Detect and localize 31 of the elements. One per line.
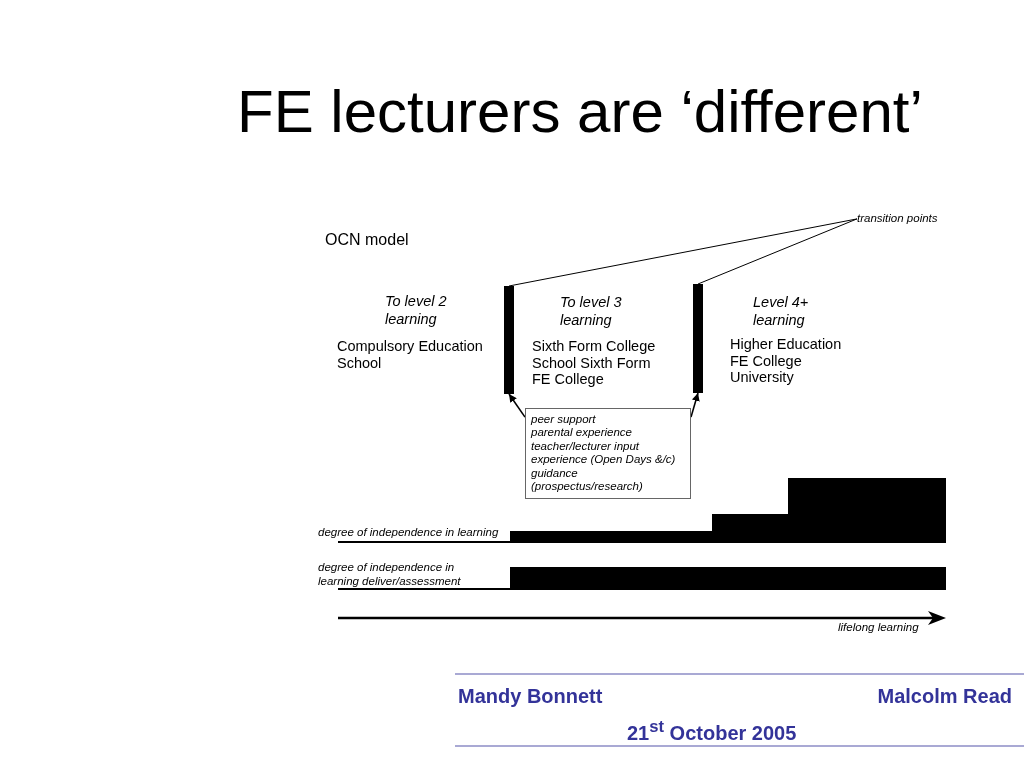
band-label: degree of independence in learning xyxy=(318,525,499,539)
arrow xyxy=(690,392,700,418)
institution-label: Sixth Form College xyxy=(532,338,656,355)
institution-label: FE College xyxy=(730,352,802,369)
band-label: degree of independence in learning deliver/assessment xyxy=(318,560,462,588)
institution-label: School Sixth Form xyxy=(532,354,651,371)
diagram-heading: OCN model xyxy=(325,230,409,250)
note-text: teacher/lecturer input xyxy=(531,439,641,454)
arrow xyxy=(508,393,526,418)
leader-line xyxy=(697,218,858,285)
author-name: Mandy Bonnett xyxy=(458,684,603,708)
column-heading: Level 4+ learning xyxy=(753,293,810,329)
column-heading: To level 3 learning xyxy=(560,293,623,329)
institution-label: FE College xyxy=(532,371,604,388)
axis-label: lifelong learning xyxy=(838,620,919,634)
transition-bar xyxy=(693,284,703,393)
transition-bar xyxy=(504,286,514,394)
institution-label: Higher Education xyxy=(730,336,842,353)
column-heading: To level 2 learning xyxy=(385,292,448,328)
callout-label: transition points xyxy=(857,212,938,226)
note-text: experience (Open Days &/c) xyxy=(531,453,677,467)
author-name: Malcolm Read xyxy=(877,684,1012,708)
slide-title: FE lecturers are ‘different’ xyxy=(237,82,923,142)
note-text: peer support xyxy=(531,413,597,427)
note-text: guidance (prospectus/research) xyxy=(531,466,644,494)
institution-label: School xyxy=(337,354,382,371)
note-box xyxy=(525,408,691,500)
date-text: 21$^{st}$ October 2005 xyxy=(627,716,797,745)
note-text: parental experience xyxy=(531,426,633,440)
institution-label: Compulsory Education xyxy=(337,338,483,355)
institution-label: University xyxy=(730,369,794,386)
